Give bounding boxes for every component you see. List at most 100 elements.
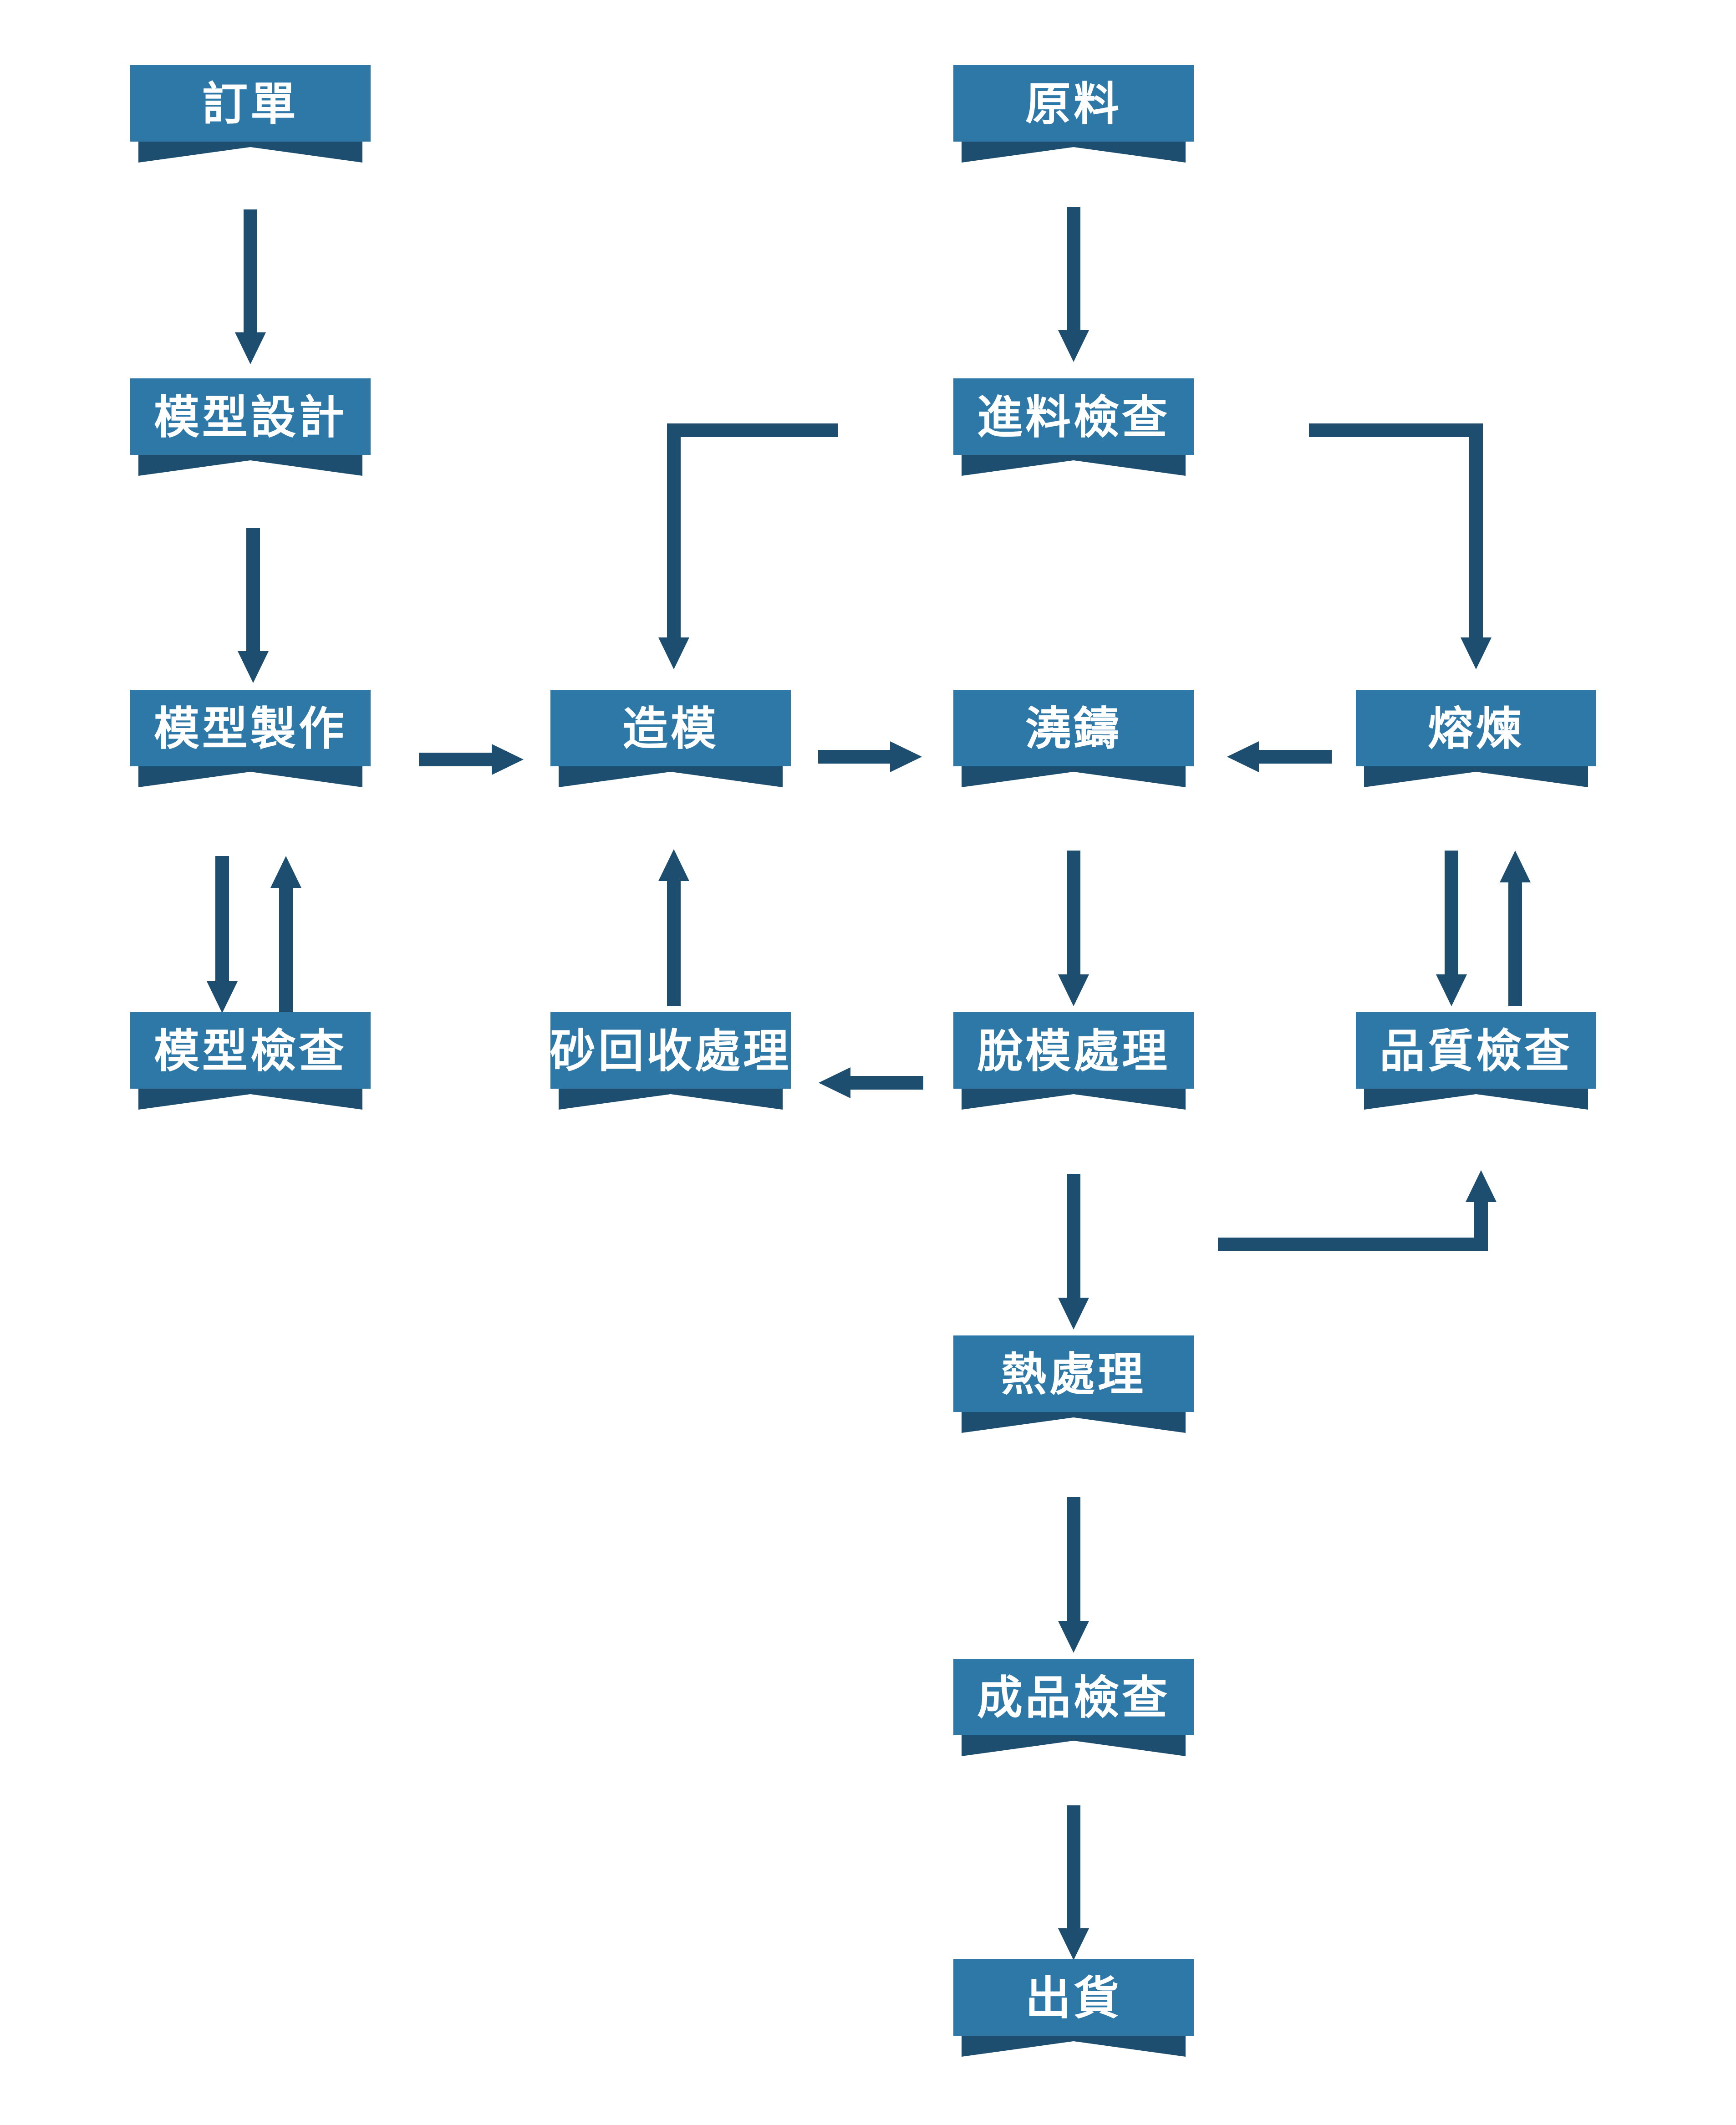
node-face xyxy=(130,1012,371,1089)
node-label: 砂回收處理 xyxy=(550,1024,791,1078)
node-face xyxy=(953,378,1194,455)
arrow-incoming-check-to-melting xyxy=(1309,423,1492,669)
node-face xyxy=(130,378,371,455)
node-demold: 脫模處理 xyxy=(953,1012,1194,1110)
node-melting: 熔煉 xyxy=(1356,690,1596,787)
node-face xyxy=(953,1012,1194,1089)
node-sand-recycle: 砂回收處理 xyxy=(550,1012,791,1110)
node-face xyxy=(550,690,791,766)
arrow-model-design-to-model-make xyxy=(238,528,269,683)
arrow-head xyxy=(492,744,524,775)
arrow-head xyxy=(1058,1621,1089,1653)
node-ribbon-base xyxy=(962,1410,1186,1433)
arrow-head xyxy=(819,1067,850,1098)
node-order: 訂單 xyxy=(130,65,371,163)
node-face xyxy=(953,1659,1194,1735)
arrow-model-make-to-molding xyxy=(419,744,524,775)
arrows-layer xyxy=(207,207,1531,1960)
arrow-incoming-check-to-molding xyxy=(658,423,838,669)
arrow-head xyxy=(1058,1928,1089,1960)
arrow-model-make-to-model-check xyxy=(207,856,238,1013)
node-casting: 澆鑄 xyxy=(953,690,1194,787)
node-face xyxy=(1356,1012,1596,1089)
node-ribbon-base xyxy=(559,1087,783,1110)
node-ribbon-base xyxy=(962,1087,1186,1110)
arrow-casting-to-demold xyxy=(1058,851,1089,1006)
node-ribbon-base xyxy=(1364,1087,1588,1110)
arrow-head xyxy=(1461,637,1492,669)
node-label: 模型製作 xyxy=(154,702,347,755)
node-ribbon-base xyxy=(962,1733,1186,1756)
node-final-check: 成品檢查 xyxy=(953,1659,1194,1756)
node-label: 訂單 xyxy=(202,77,299,131)
node-label: 進料檢查 xyxy=(977,391,1170,444)
arrow-raw-to-incoming-check xyxy=(1058,207,1089,362)
arrow-head xyxy=(1436,974,1467,1006)
arrow-head xyxy=(207,981,238,1013)
arrow-melting-to-casting xyxy=(1227,741,1332,772)
arrow-head xyxy=(1227,741,1259,772)
arrow-shaft xyxy=(1218,1202,1488,1251)
node-face xyxy=(953,1959,1194,2036)
node-ribbon-base xyxy=(138,140,362,163)
node-label: 品質檢查 xyxy=(1380,1024,1573,1078)
node-ribbon-base xyxy=(962,140,1186,163)
arrow-final-check-to-shipping xyxy=(1058,1805,1089,1960)
arrow-demold-to-heat-treat xyxy=(1058,1174,1089,1330)
node-ribbon-base xyxy=(138,1087,362,1110)
node-label: 澆鑄 xyxy=(1025,702,1122,755)
arrow-melting-to-quality-check xyxy=(1436,851,1467,1006)
arrow-molding-to-casting xyxy=(818,741,922,772)
node-shipping: 出貨 xyxy=(953,1959,1194,2057)
arrow-head xyxy=(1466,1170,1497,1202)
node-label: 成品檢查 xyxy=(977,1671,1170,1724)
node-label: 造模 xyxy=(622,702,719,755)
arrow-head xyxy=(235,332,266,364)
node-ribbon-base xyxy=(962,2034,1186,2057)
node-quality-check: 品質檢查 xyxy=(1356,1012,1596,1110)
node-face xyxy=(130,65,371,142)
arrow-head xyxy=(658,849,689,881)
arrow-head xyxy=(238,651,269,683)
arrow-sand-recycle-to-molding xyxy=(658,849,689,1006)
arrow-head xyxy=(890,741,922,772)
node-label: 出貨 xyxy=(1025,1972,1122,2025)
node-label: 熱處理 xyxy=(1001,1348,1146,1401)
node-model-check: 模型檢查 xyxy=(130,1012,371,1110)
node-ribbon-base xyxy=(962,453,1186,476)
arrow-demold-to-quality-check xyxy=(1218,1170,1497,1251)
arrow-shaft xyxy=(667,423,838,637)
node-ribbon-base xyxy=(138,764,362,787)
node-face xyxy=(550,1012,791,1089)
arrow-head xyxy=(1500,851,1531,882)
arrow-shaft xyxy=(1309,423,1483,637)
node-face xyxy=(953,1335,1194,1412)
node-ribbon-base xyxy=(1364,764,1588,787)
node-face xyxy=(953,65,1194,142)
arrow-head xyxy=(270,856,301,888)
node-molding: 造模 xyxy=(550,690,791,787)
node-incoming-check: 進料檢查 xyxy=(953,378,1194,476)
node-label: 模型設計 xyxy=(154,391,347,444)
node-label: 脫模處理 xyxy=(977,1024,1170,1078)
node-model-make: 模型製作 xyxy=(130,690,371,787)
node-ribbon-base xyxy=(138,453,362,476)
node-model-design: 模型設計 xyxy=(130,378,371,476)
node-face xyxy=(130,690,371,766)
arrow-heat-treat-to-final-check xyxy=(1058,1497,1089,1653)
node-label: 模型檢查 xyxy=(154,1024,347,1078)
arrow-head xyxy=(1058,330,1089,362)
node-label: 熔煉 xyxy=(1428,702,1524,755)
arrow-demold-to-sand-recycle xyxy=(819,1067,923,1098)
arrow-model-check-to-model-make xyxy=(270,856,301,1013)
node-face xyxy=(953,690,1194,766)
node-face xyxy=(1356,690,1596,766)
arrow-head xyxy=(658,637,689,669)
node-raw: 原料 xyxy=(953,65,1194,163)
node-heat-treat: 熱處理 xyxy=(953,1335,1194,1433)
arrow-quality-check-to-melting xyxy=(1500,851,1531,1006)
node-ribbon-base xyxy=(962,764,1186,787)
node-label: 原料 xyxy=(1025,77,1122,131)
